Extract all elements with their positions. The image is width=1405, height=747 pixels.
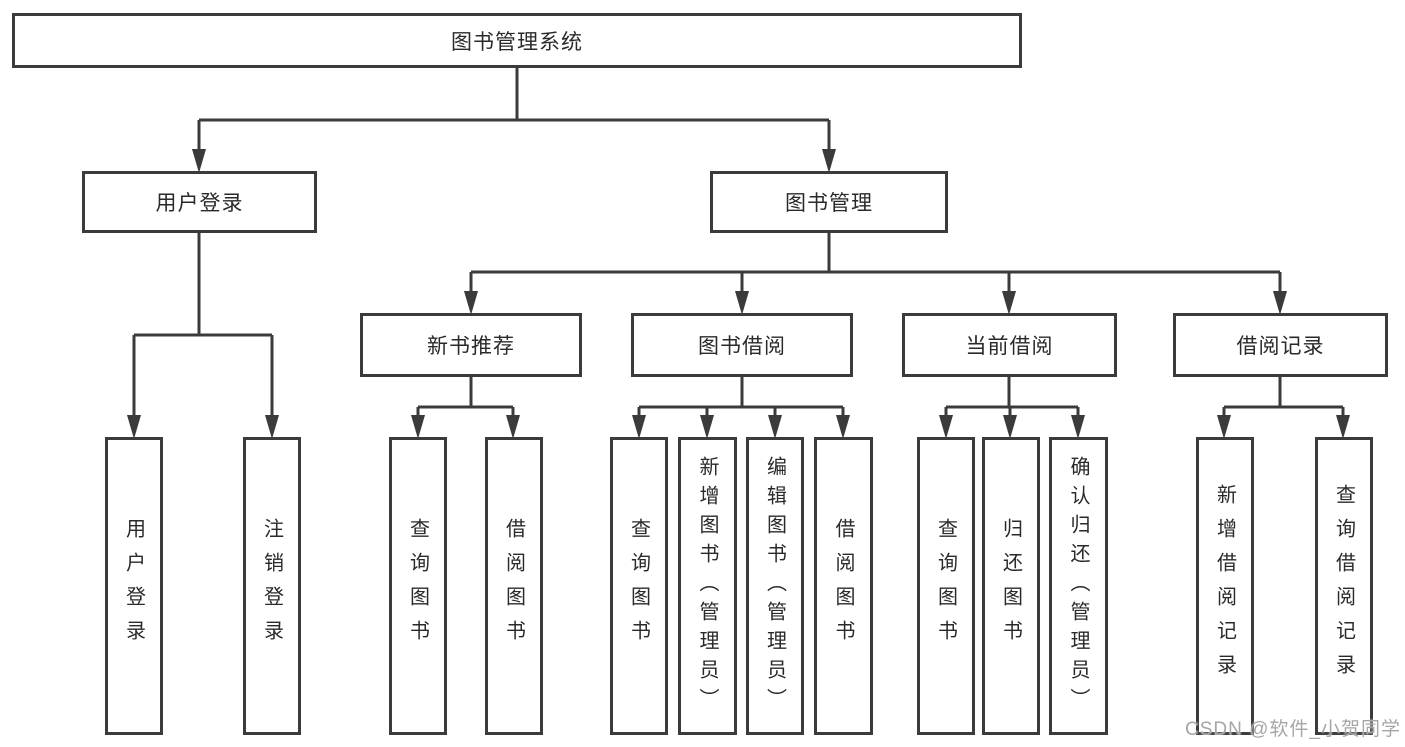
node-book-management: 图书管理: [710, 171, 948, 233]
node-root-library-system: 图书管理系统: [12, 13, 1022, 68]
arrowhead: [1217, 415, 1231, 439]
arrowhead: [836, 415, 850, 439]
connector-user-login-children: [132, 233, 274, 421]
node-new-book-recommend: 新书推荐: [360, 313, 582, 377]
node-confirm-return-admin: 确认归还（管理员）: [1049, 437, 1108, 735]
node-query-books-borrow: 查询图书: [610, 437, 668, 735]
node-current-borrowing: 当前借阅: [902, 313, 1117, 377]
node-user-login-leaf: 用户登录: [105, 437, 163, 735]
node-logout: 注销登录: [243, 437, 301, 735]
arrowhead: [127, 415, 141, 439]
arrowhead: [735, 291, 749, 315]
connector-book-borrow-children: [637, 377, 845, 421]
arrowhead: [1002, 291, 1016, 315]
arrowhead: [1071, 415, 1085, 439]
node-add-books-admin: 新增图书（管理员）: [678, 437, 737, 735]
node-query-borrow-record: 查询借阅记录: [1315, 437, 1373, 735]
connector-current-borrow-children: [944, 377, 1080, 421]
arrowhead: [265, 415, 279, 439]
node-query-books-recommend: 查询图书: [389, 437, 447, 735]
arrowhead: [411, 415, 425, 439]
connector-new-book-children: [416, 377, 515, 421]
arrowhead: [768, 415, 782, 439]
connector-book-mgmt-to-level3: [469, 233, 1282, 297]
arrowhead: [939, 415, 953, 439]
node-add-borrow-record: 新增借阅记录: [1196, 437, 1254, 735]
arrowhead: [1003, 415, 1017, 439]
connector-borrow-records-children: [1222, 377, 1345, 421]
arrowhead: [700, 415, 714, 439]
arrowhead: [506, 415, 520, 439]
connector-root-to-level2: [197, 68, 831, 152]
node-borrow-records: 借阅记录: [1173, 313, 1388, 377]
node-edit-books-admin: 编辑图书（管理员）: [746, 437, 804, 735]
node-book-borrowing: 图书借阅: [631, 313, 853, 377]
arrowhead: [464, 291, 478, 315]
arrowhead: [1336, 415, 1350, 439]
arrowhead: [822, 149, 836, 173]
node-borrow-books-recommend: 借阅图书: [485, 437, 543, 735]
arrowhead: [192, 149, 206, 173]
node-query-books-current: 查询图书: [917, 437, 975, 735]
arrowhead: [632, 415, 646, 439]
watermark: CSDN @软件_小贺同学: [1185, 719, 1401, 740]
node-user-login-module: 用户登录: [82, 171, 317, 233]
arrowhead: [1273, 291, 1287, 315]
node-borrow-books: 借阅图书: [814, 437, 873, 735]
node-return-books: 归还图书: [982, 437, 1040, 735]
